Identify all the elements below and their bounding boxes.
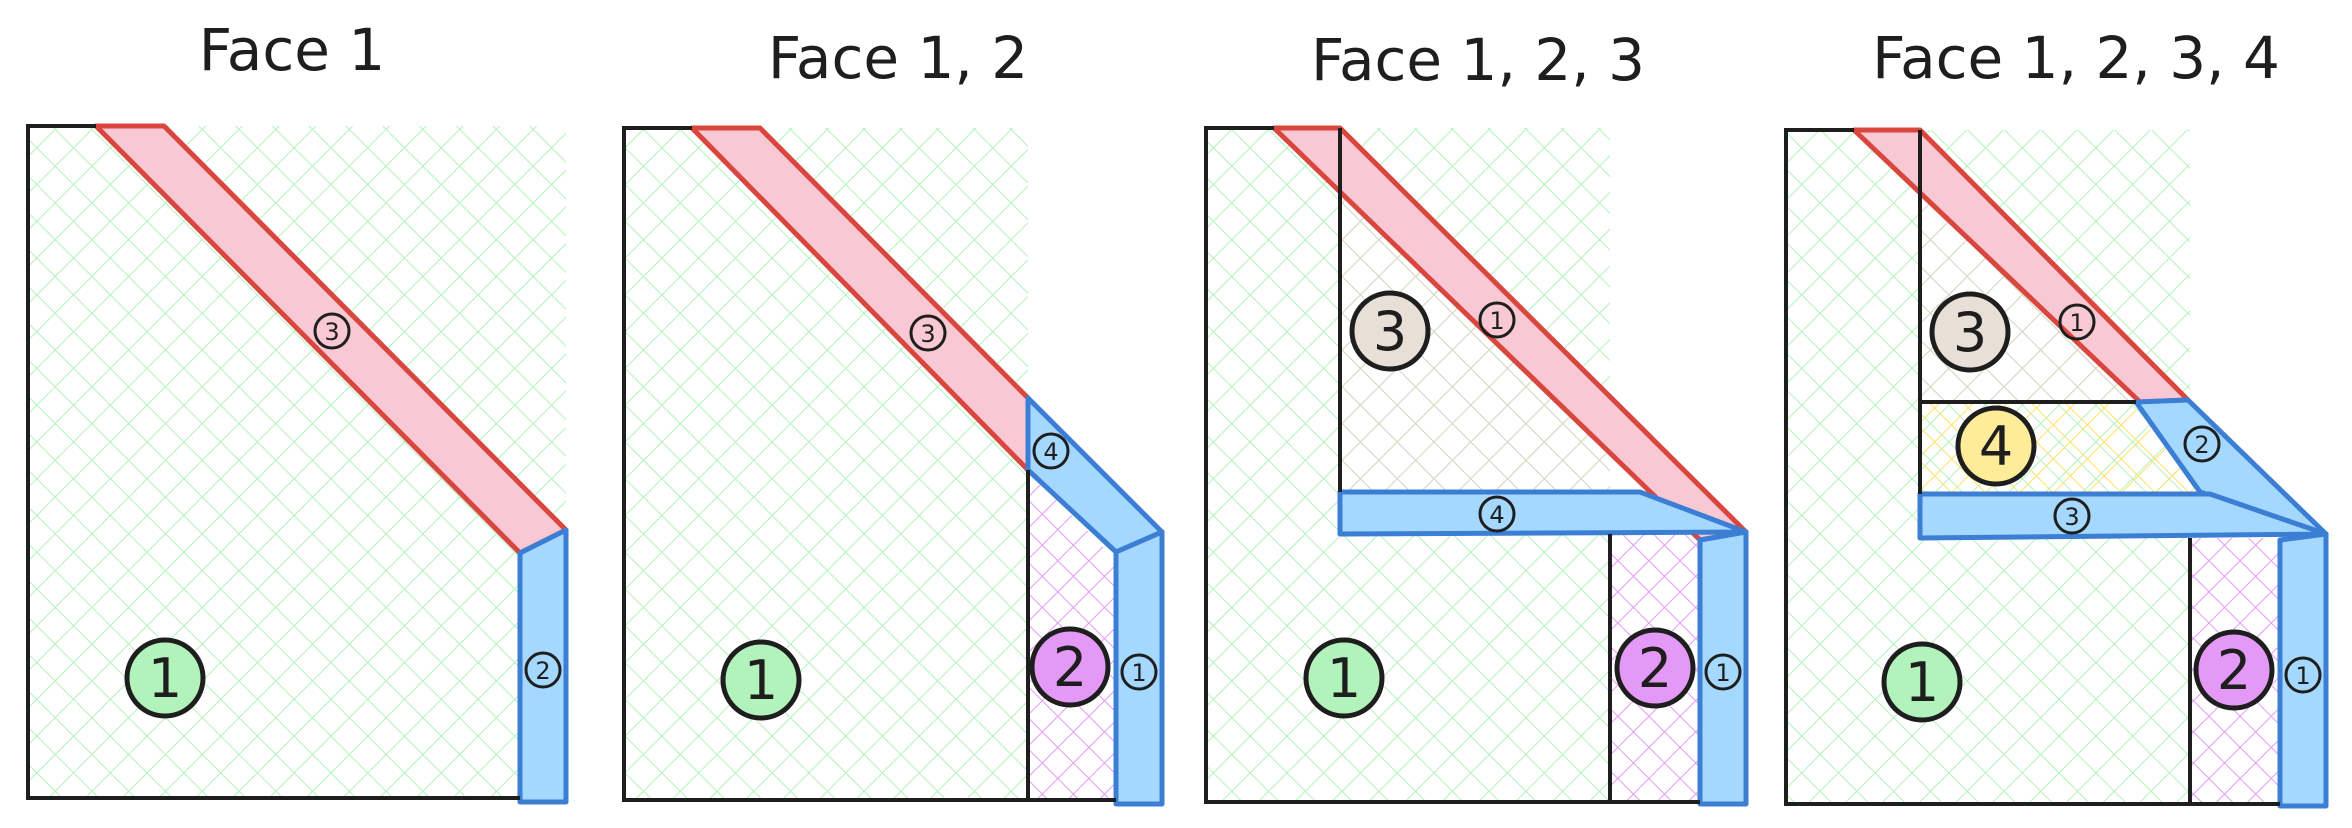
face-marker: 1 <box>124 637 206 719</box>
edge-circle <box>1478 301 1516 339</box>
edge-label: 2 <box>2194 431 2209 459</box>
face-circle <box>2193 629 2275 711</box>
face-circle <box>1929 291 2011 373</box>
face-label: 3 <box>1373 300 1407 363</box>
edge-label: 3 <box>2064 503 2079 531</box>
face-marker: 1 <box>1881 641 1963 723</box>
edge-label: 1 <box>2295 662 2310 690</box>
face-marker: 1 <box>1303 637 1385 719</box>
edge-band <box>1697 529 1749 807</box>
edge-circle <box>909 314 947 352</box>
face-circle <box>1955 405 2037 487</box>
edge-label: 1 <box>1715 659 1730 687</box>
face-label: 2 <box>1053 636 1087 699</box>
edge-marker: 1 <box>2284 656 2322 694</box>
edge-marker: 3 <box>313 312 351 350</box>
face-label: 1 <box>148 647 182 710</box>
edge-marker: 1 <box>1120 653 1158 691</box>
edge-circle <box>1704 653 1742 691</box>
edge-marker: 3 <box>909 314 947 352</box>
edge-marker: 1 <box>1478 301 1516 339</box>
face-marker: 2 <box>2193 629 2275 711</box>
face-label: 2 <box>1638 637 1672 700</box>
face-marker: 1 <box>720 639 802 721</box>
face-label: 4 <box>1979 415 2013 478</box>
face-circle <box>1349 290 1431 372</box>
outline <box>26 124 520 800</box>
panel-face-1: Face 1 1 3 2 <box>26 16 569 805</box>
edge-marker: 2 <box>524 651 562 689</box>
panel-face-1-2: Face 1, 2 1 2 3 4 1 <box>622 24 1165 807</box>
edge-label: 1 <box>1489 307 1504 335</box>
face-circle <box>720 639 802 721</box>
face-marker: 3 <box>1349 290 1431 372</box>
edge-marker: 2 <box>2183 425 2221 463</box>
face-marker: 2 <box>1614 627 1696 709</box>
edge-circle <box>1032 432 1070 470</box>
edge-circle <box>2183 425 2221 463</box>
edge-label: 3 <box>324 318 339 346</box>
edge-label: 1 <box>1131 659 1146 687</box>
face-marker: 4 <box>1955 405 2037 487</box>
face-circle <box>1303 637 1385 719</box>
outline <box>1784 128 2280 806</box>
edge-circle <box>2058 303 2096 341</box>
edge-circle <box>1120 653 1158 691</box>
edge-label: 1 <box>2069 309 2084 337</box>
edge-circle <box>2053 497 2091 535</box>
edge-band <box>1113 529 1165 807</box>
face-marker: 3 <box>1929 291 2011 373</box>
panel-face-1-2-3: Face 1, 2, 3 1 2 3 1 4 <box>1204 26 1749 807</box>
face-label: 1 <box>1327 647 1361 710</box>
edge-marker: 1 <box>1704 653 1742 691</box>
face-label: 1 <box>1905 651 1939 714</box>
edge-marker: 4 <box>1478 495 1516 533</box>
edge-marker: 1 <box>2058 303 2096 341</box>
edge-label: 4 <box>1489 501 1504 529</box>
outline <box>1204 126 1700 804</box>
edge-marker: 3 <box>2053 497 2091 535</box>
face-circle <box>1029 626 1111 708</box>
edge-label: 2 <box>535 657 550 685</box>
edge-circle <box>1478 495 1516 533</box>
edge-circle <box>313 312 351 350</box>
panel-title: Face 1, 2 <box>768 24 1028 92</box>
face-circle <box>124 637 206 719</box>
edge-circle <box>524 651 562 689</box>
face-label: 3 <box>1953 301 1987 364</box>
face-label: 2 <box>2217 639 2251 702</box>
face-circle <box>1881 641 1963 723</box>
face-marker: 2 <box>1029 626 1111 708</box>
panel-face-1-2-3-4: Face 1, 2, 3, 4 1 2 3 4 1 <box>1784 24 2329 809</box>
edge-label: 4 <box>1043 438 1058 466</box>
outline <box>622 126 1116 802</box>
face-label: 1 <box>744 649 778 712</box>
edge-band <box>2277 531 2329 809</box>
panel-title: Face 1, 2, 3 <box>1311 26 1645 94</box>
edge-circle <box>2284 656 2322 694</box>
edge-label: 3 <box>920 320 935 348</box>
face-circle <box>1614 627 1696 709</box>
edge-marker: 4 <box>1032 432 1070 470</box>
panel-title: Face 1 <box>199 16 386 84</box>
edge-band <box>517 527 569 805</box>
panel-title: Face 1, 2, 3, 4 <box>1872 24 2280 92</box>
